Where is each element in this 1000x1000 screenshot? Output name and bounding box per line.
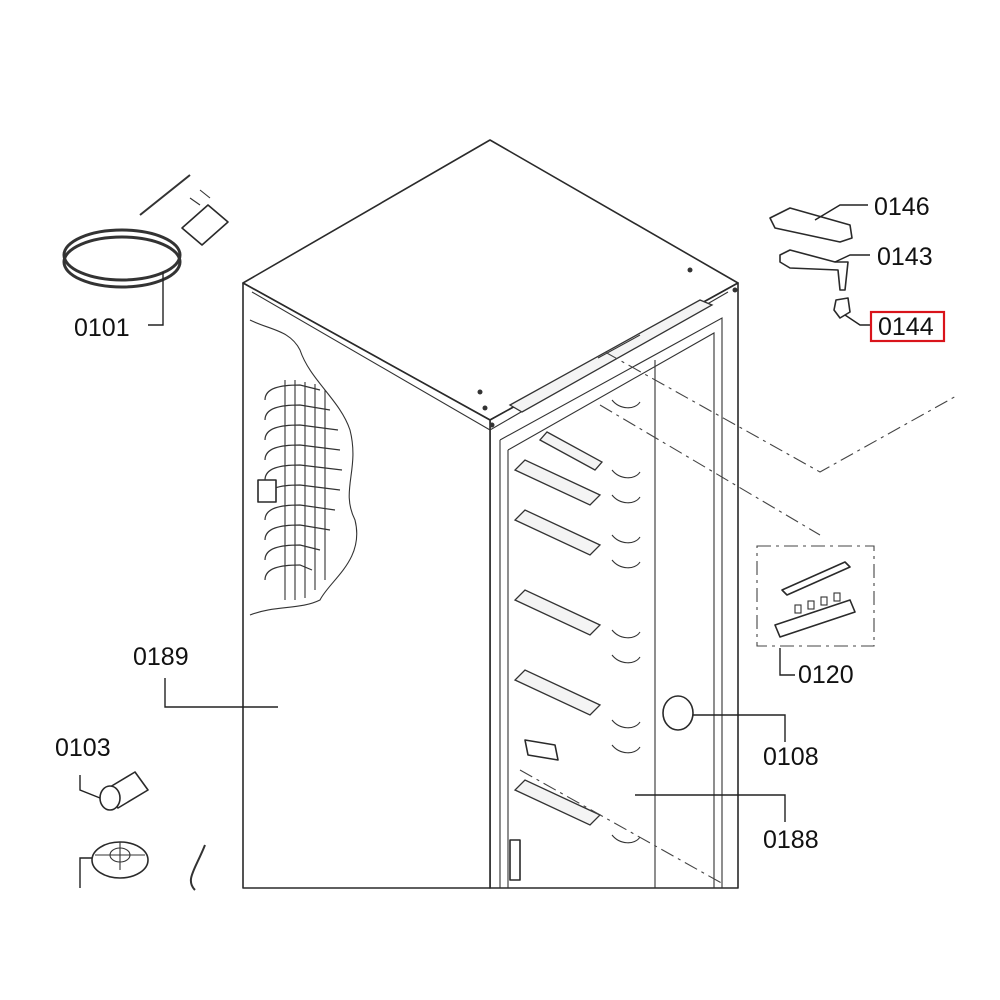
control-board-group	[756, 545, 875, 647]
callout-0189[interactable]: 0189	[133, 643, 189, 671]
cabinet-body	[242, 139, 739, 889]
callout-0101[interactable]: 0101	[74, 314, 130, 342]
bracket-part-0143	[779, 249, 849, 291]
callout-0103[interactable]: 0103	[55, 734, 111, 762]
power-cord	[62, 174, 229, 289]
highlight-box	[869, 310, 946, 343]
callout-labels: 0101 0146 0143 0144 0189 0120 0103 0108 …	[55, 193, 934, 854]
grommet-plug-0108	[662, 695, 694, 731]
leader-lines	[79, 204, 872, 888]
capacitor-part	[99, 771, 149, 811]
callout-0120[interactable]: 0120	[798, 661, 854, 689]
condenser-coil	[249, 319, 358, 616]
callout-0146[interactable]: 0146	[874, 193, 930, 221]
cover-part-0146	[769, 207, 853, 243]
callout-0108[interactable]: 0108	[763, 743, 819, 771]
wheel-part	[91, 841, 149, 879]
bulb-part-0144	[833, 297, 851, 319]
wire-part	[189, 844, 206, 891]
callout-0143[interactable]: 0143	[877, 243, 933, 271]
callout-0188[interactable]: 0188	[763, 826, 819, 854]
explode-lines	[519, 351, 959, 886]
callout-0144[interactable]: 0144	[878, 313, 934, 341]
interior-ribs	[509, 360, 656, 888]
